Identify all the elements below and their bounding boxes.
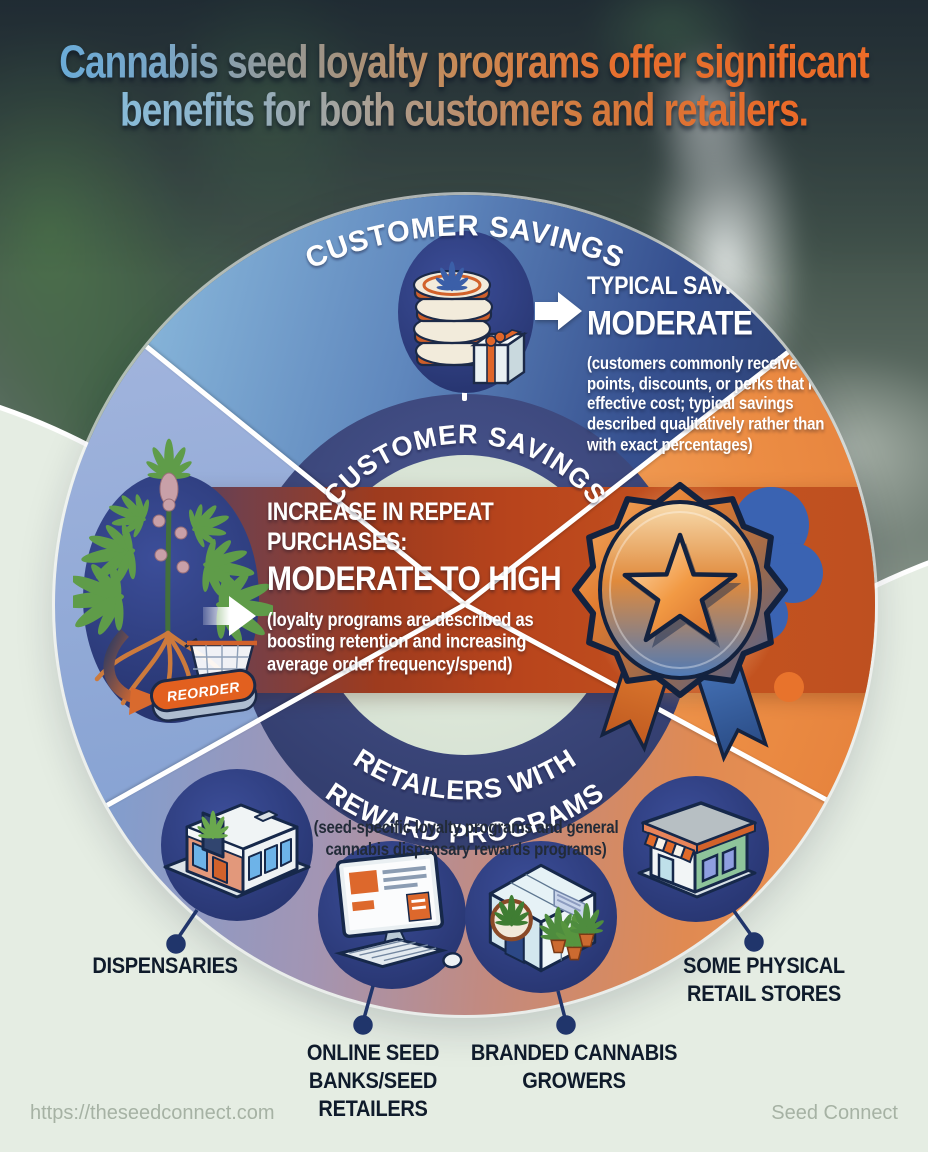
- repeat-note: (loyalty programs are described as boost…: [267, 609, 534, 676]
- typical-savings-note: (customers commonly receive points, disc…: [587, 353, 847, 455]
- retailers-note: (seed-specific loyalty programs and gene…: [313, 818, 619, 860]
- plant-blob: [83, 473, 259, 723]
- typical-savings-value: MODERATE: [587, 304, 753, 343]
- repeat-value: MODERATE TO HIGH: [267, 560, 562, 599]
- typical-savings-heading: TYPICAL SAVINGS:: [587, 272, 784, 300]
- footer-url[interactable]: https://theseedconnect.com: [30, 1102, 275, 1124]
- footer-brand: Seed Connect: [771, 1102, 898, 1124]
- label-physical-stores: SOME PHYSICAL RETAIL STORES: [683, 954, 845, 1007]
- repeat-heading-line2: PURCHASES:: [267, 528, 408, 556]
- label-dispensaries: DISPENSARIES: [92, 954, 238, 979]
- repeat-heading-line1: INCREASE IN REPEAT: [267, 498, 494, 526]
- page-title-line1: Cannabis seed loyalty programs offer sig…: [0, 36, 928, 89]
- label-online-seed-banks: ONLINE SEED BANKS/SEED RETAILERS: [306, 1041, 440, 1122]
- dispensary-blob: [161, 769, 313, 921]
- page-title-line2: benefits for both customers and retailer…: [0, 84, 928, 137]
- loyalty-pie-diagram: TYPICAL SAVINGS: MODERATE (customers com…: [55, 195, 875, 1015]
- store-blob: [623, 776, 769, 922]
- customer-savings-block: TYPICAL SAVINGS: MODERATE (customers com…: [587, 271, 859, 456]
- greenhouse-blob: [465, 841, 617, 993]
- computer-blob: [318, 841, 466, 989]
- coins-blob: [398, 231, 534, 393]
- label-branded-growers: BRANDED CANNABIS GROWERS: [470, 1041, 678, 1094]
- repeat-purchases-block: INCREASE IN REPEAT PURCHASES: MODERATE T…: [267, 497, 599, 677]
